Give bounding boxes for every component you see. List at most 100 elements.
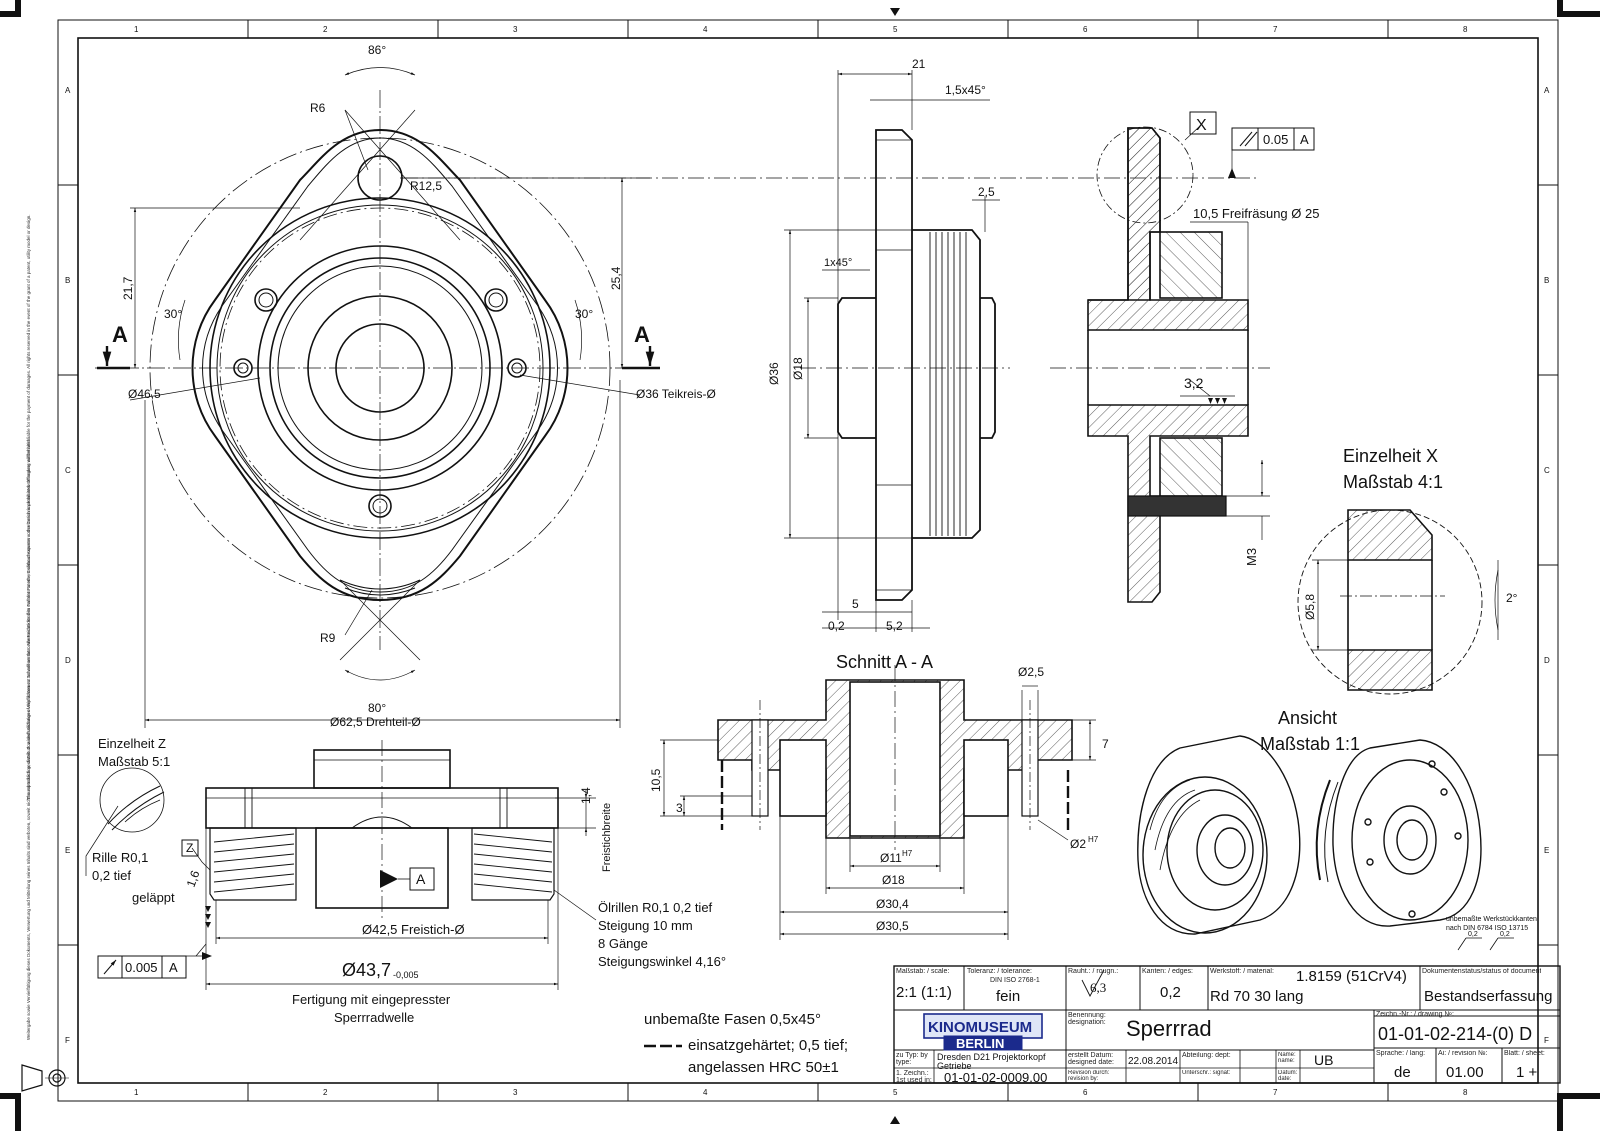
detail-x-marker: X <box>1196 117 1207 134</box>
side-chamfer-1x45: 1x45° <box>824 257 852 269</box>
col-label-4-bottom: 4 <box>703 1088 708 1097</box>
tb-revision-by-label: Revision durch: revision by: <box>1068 1070 1110 1082</box>
corner-mark-tl <box>0 0 21 17</box>
side-dim-0-2: 0,2 <box>828 619 845 633</box>
margin-copyright-de: Weitergabe sowie Vervielfältigung dieses… <box>26 437 31 1041</box>
col-label-8: 8 <box>1463 25 1468 34</box>
tb-drawing-no-label: Zeichn.-Nr.: / drawing №: <box>1376 1011 1454 1018</box>
col-label-2: 2 <box>323 25 328 34</box>
tb-dept-label: Abteilung: dept: <box>1182 1052 1231 1059</box>
tb-type-line2: Getriebe <box>937 1061 972 1071</box>
datum-a-label: A <box>416 871 426 887</box>
kinomuseum-logo-text: KINOMUSEUM BERLIN <box>928 1019 1032 1051</box>
front-angle-left: 30° <box>164 307 182 321</box>
tb-revision-value: 01.00 <box>1446 1064 1484 1081</box>
section-aa-dim-7: 7 <box>1102 737 1109 751</box>
tb-name-label: Name: name: <box>1278 1052 1296 1064</box>
corner-mark-tr <box>1557 0 1600 17</box>
side-section-labels: X 0.05 A 10,5 Freifräsung Ø 25 3,2 M3 <box>1184 117 1319 566</box>
general-notes: unbemaßte Fasen 0,5x45° einsatzgehärtet;… <box>644 916 1537 1076</box>
section-aa-dia-2: Ø2 <box>1070 837 1086 851</box>
tb-created-value: 22.08.2014 <box>1128 1056 1179 1067</box>
tb-created-label: erstellt Datum: designed date: <box>1068 1052 1114 1066</box>
tb-material-label: Werkstoff: / material: <box>1210 968 1274 975</box>
tb-date-label: Datum: date: <box>1278 1070 1298 1082</box>
side-view-labels: 21 1,5x45° 2,5 1x45° Ø36 Ø18 5 0,2 5,2 <box>767 57 995 633</box>
col-label-5: 5 <box>893 25 898 34</box>
section-aa-dia-2-5: Ø2,5 <box>1018 665 1044 679</box>
roughness-symbol-icon <box>1081 969 1105 997</box>
logo-line1: KINOMUSEUM <box>928 1019 1032 1036</box>
tb-scale-value: 2:1 (1:1) <box>896 984 952 1001</box>
side-dim-21: 21 <box>912 57 926 71</box>
col-label-5-bottom: 5 <box>893 1088 898 1097</box>
section-aa <box>660 665 1096 940</box>
tb-signature-label: Unterschr.: signat: <box>1182 1070 1231 1076</box>
tb-material-form: Rd 70 30 lang <box>1210 988 1304 1005</box>
detail-x-dia-5-8: Ø5,8 <box>1303 594 1317 620</box>
row-label-f-right: F <box>1544 1036 1549 1045</box>
col-label-6: 6 <box>1083 25 1088 34</box>
col-label-8-bottom: 8 <box>1463 1088 1468 1097</box>
main-diameter: Ø43,7 <box>342 960 391 980</box>
front-radius-r12-5: R12,5 <box>410 179 442 193</box>
col-label-7: 7 <box>1273 25 1278 34</box>
front-angle-bottom: 80° <box>368 701 386 715</box>
section-aa-title: Schnitt A - A <box>836 652 933 672</box>
isometric-view-2 <box>1315 739 1482 927</box>
tb-status-value: Bestandserfassung <box>1424 988 1553 1005</box>
side-dim-5: 5 <box>852 597 859 611</box>
tb-first-drawing-label: 1. Zeichn.: 1st used in: <box>896 1070 932 1084</box>
center-mark-top <box>890 8 900 16</box>
side-section <box>1050 111 1315 603</box>
tb-name-value: UB <box>1314 1052 1334 1068</box>
section-aa-dia-2-fit: H7 <box>1088 835 1099 844</box>
oelrillen-line2: Steigung 10 mm <box>598 918 693 933</box>
runout-datum: A <box>169 960 178 975</box>
tb-tolerance-value: fein <box>996 988 1021 1005</box>
tb-drawing-no-value: 01-01-02-214-(0) D <box>1378 1024 1533 1044</box>
tb-tolerance-label: Toleranz: / tolerance: <box>967 968 1032 975</box>
section-aa-dim-10-5: 10,5 <box>649 768 663 792</box>
runout-value: 0.005 <box>125 960 158 975</box>
tb-language-value: de <box>1394 1064 1411 1081</box>
thread-m3: M3 <box>1244 548 1259 566</box>
side-dia-18: Ø18 <box>791 357 805 380</box>
front-view <box>95 67 1260 728</box>
gelaeppt-label: geläppt <box>132 890 175 905</box>
detail-x-labels: Einzelheit X Maßstab 4:1 Ø5,8 2° <box>1303 446 1518 620</box>
row-label-a-right: A <box>1544 86 1550 95</box>
section-marker-right: A <box>634 322 650 347</box>
front-drehteil: Ø62,5 Drehteil-Ø <box>330 715 421 729</box>
freifraesung-label: 10,5 Freifräsung Ø 25 <box>1193 206 1319 221</box>
center-mark-bottom <box>890 1116 900 1124</box>
tb-tolerance-std: DIN ISO 2768-1 <box>990 977 1040 984</box>
section-aa-dia-30-5: Ø30,5 <box>876 919 909 933</box>
note-einsatz: einsatzgehärtet; 0,5 tief; <box>688 1037 848 1054</box>
detail-x-title: Einzelheit X <box>1343 446 1438 466</box>
ansicht-title: Ansicht <box>1278 708 1337 728</box>
section-aa-dim-3: 3 <box>676 801 683 815</box>
tb-sheet-label: Blatt: / sheet: <box>1504 1050 1545 1057</box>
note-fasen: unbemaßte Fasen 0,5x45° <box>644 1011 821 1028</box>
tb-material-value: 1.8159 (51CrV4) <box>1296 968 1407 985</box>
front-angle-right: 30° <box>575 307 593 321</box>
tb-roughness-label: Rauht.: / rougn.: <box>1068 968 1119 975</box>
logo-line2: BERLIN <box>956 1036 1004 1051</box>
note-angelassen: angelassen HRC 50±1 <box>688 1059 839 1076</box>
tb-roughness-value: 6,3 <box>1090 980 1107 995</box>
detail-z-scale: Maßstab 5:1 <box>98 754 170 769</box>
werkstueck-line2: nach DIN 6784 ISO 13715 <box>1446 925 1528 932</box>
front-view-labels: 86° 80° R6 R12,5 R9 21,7 25,4 30° 30° A … <box>112 43 716 729</box>
row-label-b: B <box>65 276 70 285</box>
tb-language-label: Sprache: / lang: <box>1376 1050 1426 1057</box>
col-label-6-bottom: 6 <box>1083 1088 1088 1097</box>
parallelism-datum: A <box>1300 132 1309 147</box>
freistich-label: Ø42,5 Freistich-Ø <box>362 922 465 937</box>
detail-x <box>1297 509 1499 695</box>
front-dim-21-7: 21,7 <box>121 276 135 300</box>
detail-z-title: Einzelheit Z <box>98 736 166 751</box>
dim-1-6: 1,6 <box>184 868 203 889</box>
